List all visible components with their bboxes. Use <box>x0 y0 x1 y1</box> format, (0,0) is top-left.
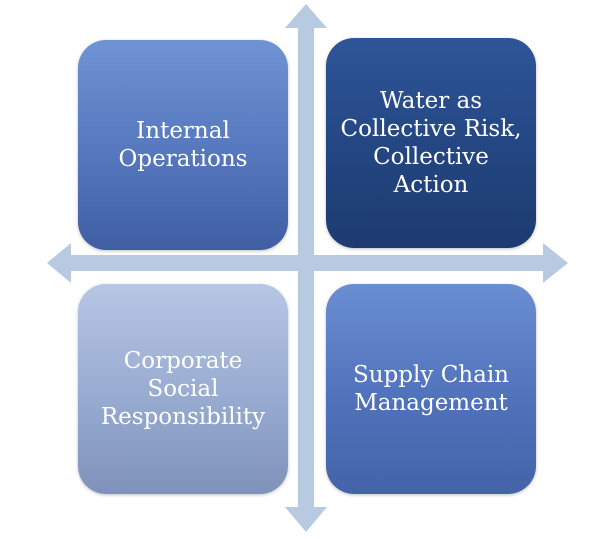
quadrant-label-water-collective-risk: Water as Collective Risk, Collective Act… <box>340 88 522 198</box>
quadrant-label-internal-operations: Internal Operations <box>118 118 248 172</box>
quadrant-water-collective-risk: Water as Collective Risk, Collective Act… <box>326 38 536 248</box>
horizontal-axis-arrow <box>47 243 568 283</box>
quadrant-label-corporate-social-responsibility: Corporate Social Responsibility <box>100 348 266 430</box>
quadrant-label-supply-chain-management: Supply Chain Management <box>353 362 509 416</box>
quadrant-supply-chain-management: Supply Chain Management <box>326 284 536 494</box>
quadrant-internal-operations: Internal Operations <box>78 40 288 250</box>
quadrant-corporate-social-responsibility: Corporate Social Responsibility <box>78 284 288 494</box>
